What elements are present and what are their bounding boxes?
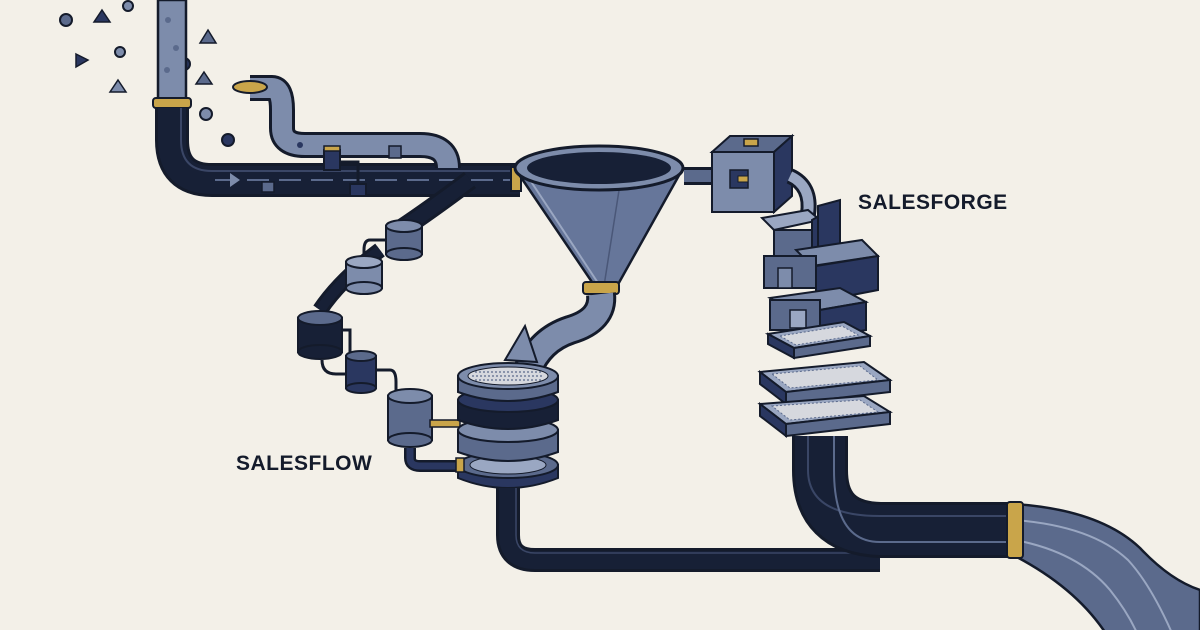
gold-coupling-icon	[737, 175, 749, 183]
gold-coupling-icon	[232, 80, 268, 94]
gold-coupling-icon	[582, 281, 620, 295]
triangle-particle-icon	[92, 8, 112, 23]
circle-particle-icon	[59, 13, 73, 27]
block-tower	[757, 168, 893, 439]
cylinder-tank-icon	[387, 388, 433, 448]
gold-coupling-icon	[1006, 501, 1024, 559]
gold-coupling-icon	[455, 457, 465, 473]
gold-coupling-icon	[743, 138, 759, 147]
triangle-particle-icon	[75, 52, 90, 69]
flow-arrow-icon	[230, 173, 240, 187]
square-particle-icon	[388, 145, 402, 159]
triangle-particle-icon	[194, 70, 214, 85]
sieve-plate-icon	[757, 394, 893, 439]
inlet-pipe	[152, 0, 192, 109]
upper-slate-pipe	[232, 75, 461, 197]
tank-chain	[297, 219, 461, 472]
cylinder-tank-icon	[385, 219, 423, 261]
input-particles	[59, 0, 235, 147]
main-dark-pipe	[155, 108, 520, 197]
cylinder-tank-icon	[345, 255, 383, 295]
funnel-icon	[503, 144, 716, 377]
cylinder-tank-icon	[345, 350, 377, 394]
triangle-particle-icon	[198, 28, 218, 44]
gold-coupling-icon	[152, 97, 192, 109]
triangle-particle-icon	[108, 78, 128, 93]
sieve-plate-icon	[764, 320, 874, 360]
salesflow-label: SALESFLOW	[236, 452, 373, 475]
sieve-stack	[455, 362, 559, 489]
salesforge-label: SALESFORGE	[858, 191, 1008, 214]
cylinder-tank-icon	[297, 310, 343, 360]
outlet-pipe	[792, 436, 1200, 630]
circle-particle-icon	[122, 0, 134, 12]
circle-particle-icon	[114, 46, 126, 58]
gold-coupling-icon	[323, 145, 341, 152]
spout-arrow-icon	[503, 323, 539, 364]
circle-particle-icon	[199, 107, 213, 121]
cube-icon	[709, 133, 795, 215]
bottom-dark-pipe	[496, 488, 880, 572]
square-particle-icon	[261, 181, 275, 193]
gold-coupling-icon	[429, 419, 461, 428]
sieve-plate-icon	[757, 360, 893, 407]
circle-particle-icon	[221, 133, 235, 147]
